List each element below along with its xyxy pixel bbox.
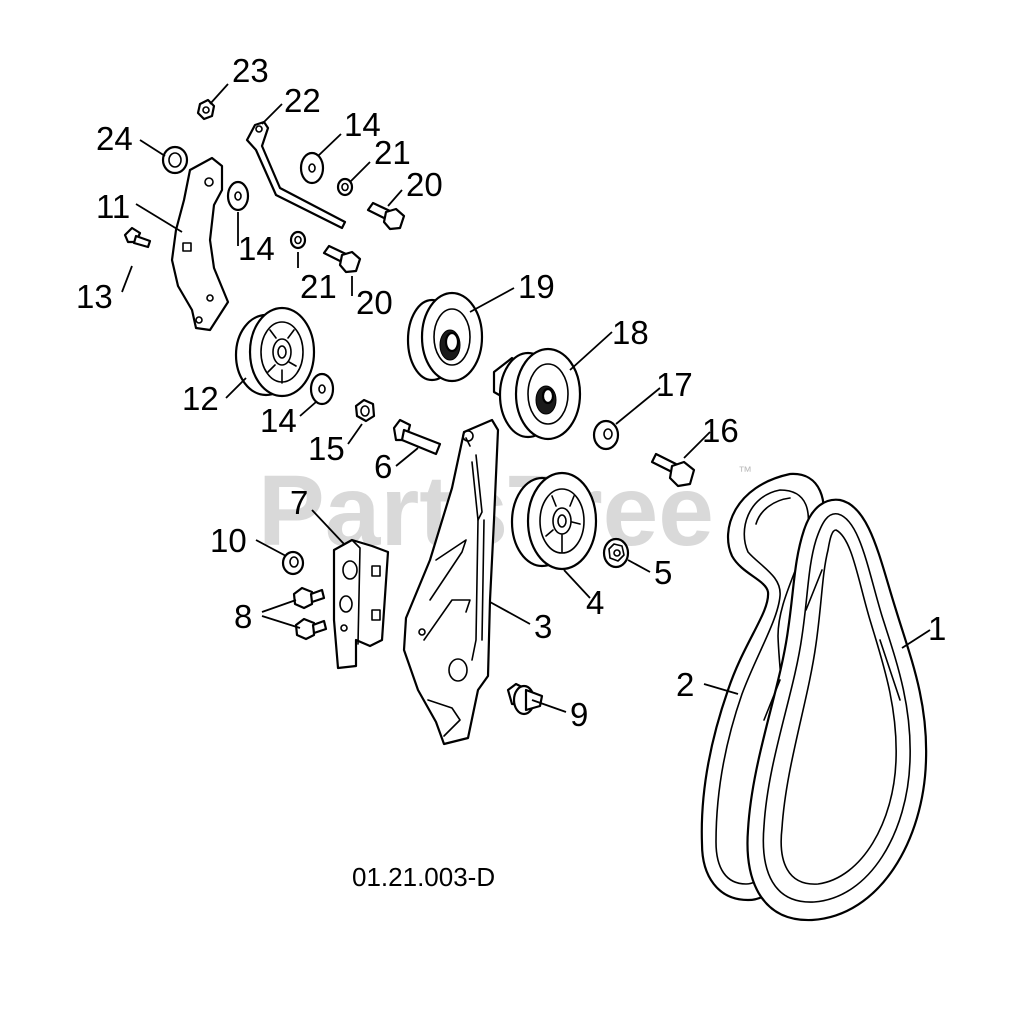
callout-15[interactable]: 15 bbox=[308, 430, 345, 467]
callout-14c[interactable]: 14 bbox=[260, 402, 297, 439]
part-10-nut[interactable] bbox=[281, 550, 305, 576]
part-13-bolt[interactable] bbox=[123, 226, 152, 249]
part-11-bracket[interactable] bbox=[170, 156, 230, 332]
part-7-plate[interactable] bbox=[332, 538, 390, 670]
part-6-bolt[interactable] bbox=[392, 418, 442, 456]
part-22-rod[interactable] bbox=[245, 120, 347, 230]
callout-9[interactable]: 9 bbox=[570, 696, 588, 733]
callout-7[interactable]: 7 bbox=[290, 484, 308, 521]
callout-17[interactable]: 17 bbox=[656, 366, 693, 403]
callout-3[interactable]: 3 bbox=[534, 608, 552, 645]
part-18-pulley[interactable] bbox=[492, 347, 582, 441]
part-8-screw-upper[interactable] bbox=[292, 586, 326, 610]
callout-16[interactable]: 16 bbox=[702, 412, 739, 449]
callout-14a[interactable]: 14 bbox=[344, 106, 381, 143]
part-20-bolt-top[interactable] bbox=[366, 201, 406, 231]
part-1-belt[interactable] bbox=[746, 498, 928, 922]
callout-13[interactable]: 13 bbox=[76, 278, 113, 315]
callout-10[interactable]: 10 bbox=[210, 522, 247, 559]
callout-5[interactable]: 5 bbox=[654, 554, 672, 591]
part-16-bolt[interactable] bbox=[650, 452, 696, 488]
part-21-nut-top[interactable] bbox=[336, 177, 354, 197]
part-17-spacer[interactable] bbox=[592, 419, 620, 451]
callout-20b[interactable]: 20 bbox=[356, 284, 393, 321]
callout-8[interactable]: 8 bbox=[234, 598, 252, 635]
callout-24[interactable]: 24 bbox=[96, 120, 133, 157]
part-20-bolt-mid[interactable] bbox=[322, 244, 362, 274]
callout-14b[interactable]: 14 bbox=[238, 230, 275, 267]
part-23-nut[interactable] bbox=[196, 98, 216, 121]
part-14-washer-top[interactable] bbox=[299, 151, 325, 185]
callout-11[interactable]: 11 bbox=[96, 188, 130, 225]
callout-12[interactable]: 12 bbox=[182, 380, 219, 417]
part-19-pulley[interactable] bbox=[406, 291, 484, 383]
callout-21b[interactable]: 21 bbox=[300, 268, 337, 305]
part-21-nut-mid[interactable] bbox=[289, 230, 307, 250]
callout-22[interactable]: 22 bbox=[284, 82, 321, 119]
part-12-pulley[interactable] bbox=[234, 306, 316, 398]
callout-2[interactable]: 2 bbox=[676, 666, 694, 703]
callout-6[interactable]: 6 bbox=[374, 448, 392, 485]
callout-4[interactable]: 4 bbox=[586, 584, 604, 621]
callouts: 23 22 14 21 20 24 11 14 21 20 13 19 18 1… bbox=[76, 52, 946, 733]
part-15-nut[interactable] bbox=[354, 398, 376, 423]
callout-23[interactable]: 23 bbox=[232, 52, 269, 89]
leader-lines bbox=[121, 83, 931, 713]
part-3-idler-arm[interactable] bbox=[402, 418, 500, 746]
watermark-trademark: ™ bbox=[738, 463, 752, 479]
callout-20a[interactable]: 20 bbox=[406, 166, 443, 203]
callout-19[interactable]: 19 bbox=[518, 268, 555, 305]
part-8-screw-lower[interactable] bbox=[294, 617, 328, 641]
callout-18[interactable]: 18 bbox=[612, 314, 649, 351]
part-14-washer-mid[interactable] bbox=[226, 180, 250, 212]
callout-21a[interactable]: 21 bbox=[374, 134, 411, 171]
part-14-washer-low[interactable] bbox=[309, 372, 335, 406]
diagram-code: 01.21.003-D bbox=[352, 862, 495, 892]
part-5-flange-nut[interactable] bbox=[602, 537, 630, 569]
callout-1[interactable]: 1 bbox=[928, 610, 946, 647]
part-24-flange-nut[interactable] bbox=[161, 145, 189, 175]
part-4-pulley[interactable] bbox=[510, 471, 598, 571]
part-9-bolt[interactable] bbox=[506, 682, 544, 716]
